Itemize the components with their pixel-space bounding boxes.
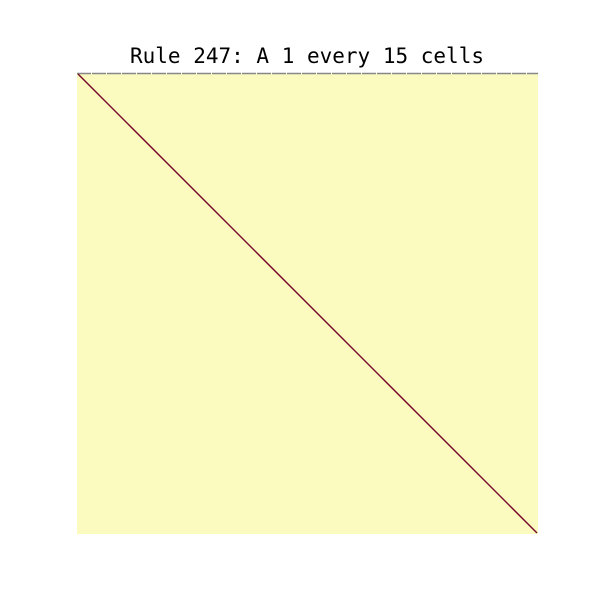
diagonal-line: [77, 73, 538, 534]
figure-title: Rule 247: A 1 every 15 cells: [129, 44, 484, 68]
